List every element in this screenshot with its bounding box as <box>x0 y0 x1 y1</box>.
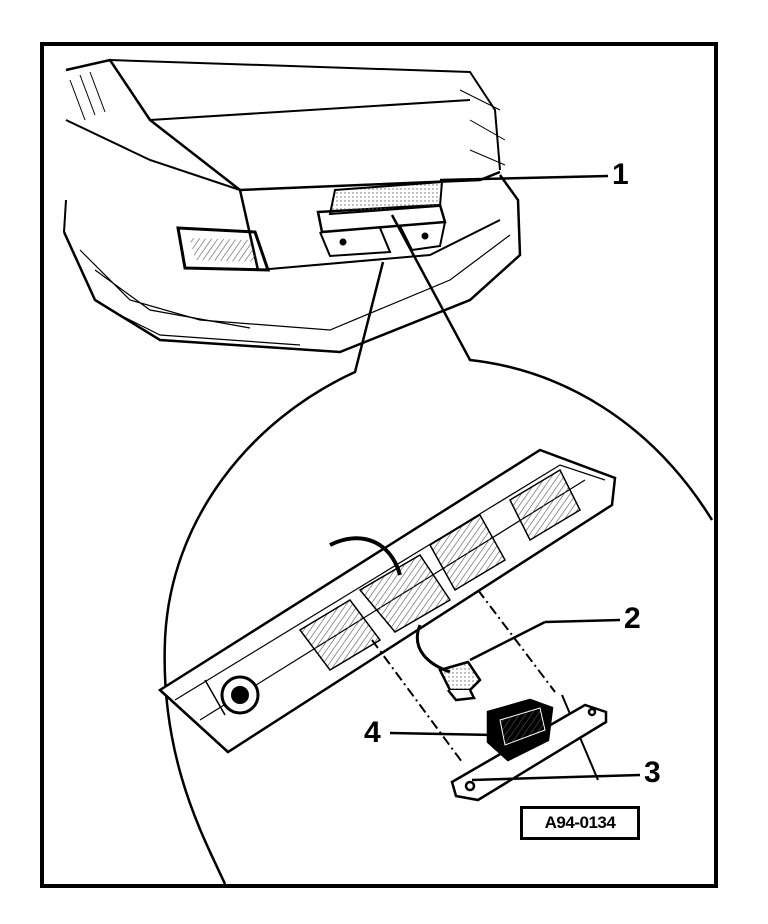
car-rear <box>62 58 522 354</box>
connector-plug <box>438 660 482 702</box>
license-lamp <box>450 698 608 802</box>
callout-3: 3 <box>644 756 661 789</box>
detail-bubble <box>163 214 714 885</box>
leader-line-3 <box>471 773 641 782</box>
leader-lines <box>389 174 641 782</box>
handle-bar-assembly <box>157 448 617 754</box>
callout-4: 4 <box>364 716 381 749</box>
leader-line-2 <box>544 618 621 624</box>
leader-line-4 <box>389 731 496 737</box>
callout-2: 2 <box>624 602 641 635</box>
leader-line-1 <box>439 174 609 182</box>
figure-reference-code: A94-0134 <box>520 806 640 840</box>
callout-1: 1 <box>612 158 629 191</box>
